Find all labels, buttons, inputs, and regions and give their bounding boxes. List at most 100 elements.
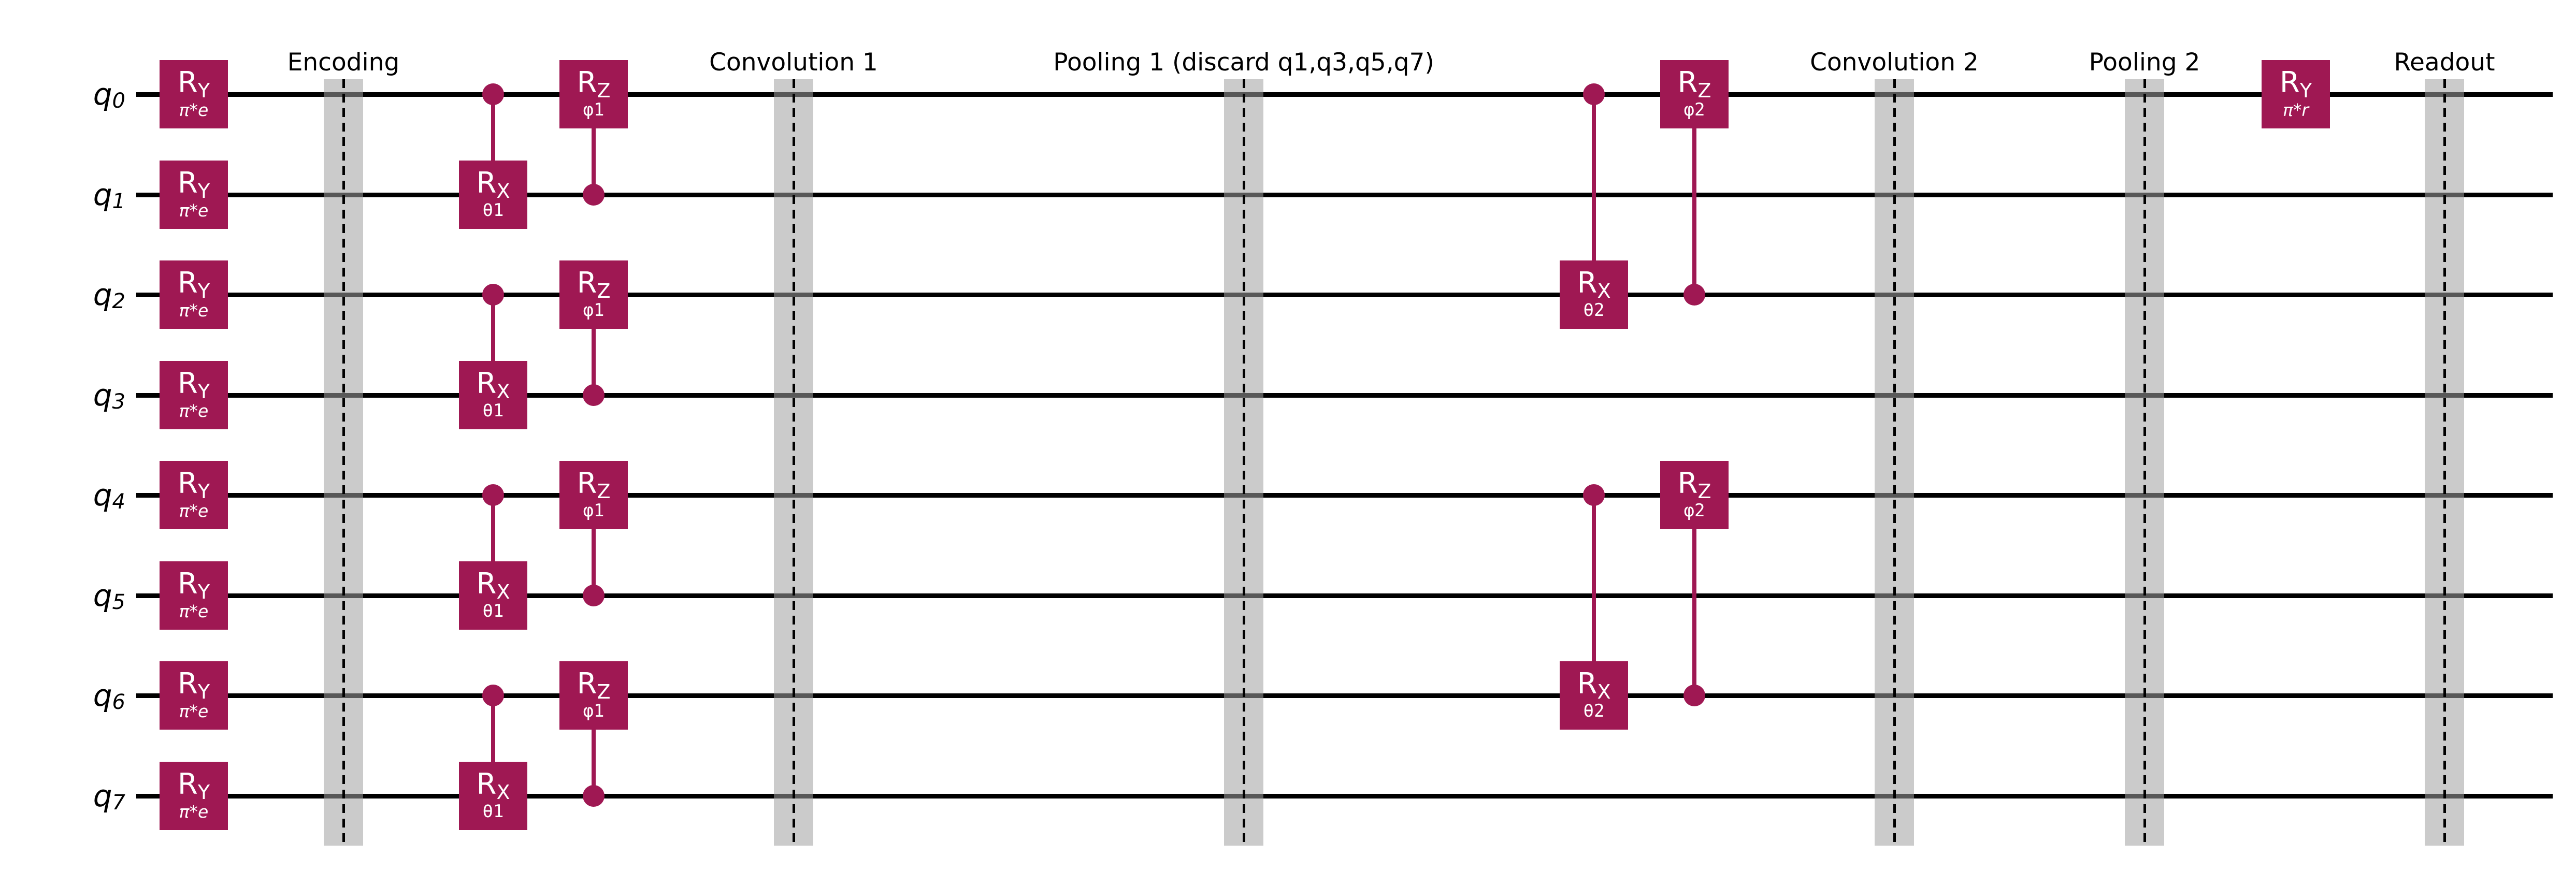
gate-name-subscript: X <box>496 780 510 804</box>
qubit-wire <box>136 393 2553 398</box>
gate-name-subscript: Y <box>197 280 210 303</box>
gate-name-text: R <box>1577 266 1598 300</box>
barrier-label: Pooling 2 <box>2089 48 2200 77</box>
gate-param: θ2 <box>1583 300 1605 321</box>
control-dot <box>482 284 504 306</box>
gate-name-subscript: Y <box>197 180 210 203</box>
gate-name-text: R <box>577 65 597 99</box>
gate-name: RZ <box>1678 68 1711 102</box>
gate-name-subscript: X <box>496 179 510 202</box>
gate-param: π*e <box>179 500 209 521</box>
gate-name-text: R <box>177 166 198 200</box>
control-dot <box>482 83 504 105</box>
gate-param: θ1 <box>482 601 504 622</box>
gate-name-subscript: Z <box>597 480 611 503</box>
gate-name: RZ <box>577 669 611 702</box>
control-dot <box>1583 484 1605 506</box>
gate-param: π*r <box>2283 99 2309 120</box>
gate-name-text: R <box>177 667 198 701</box>
gate-name-subscript: Z <box>1697 480 1711 503</box>
gate-name: RX <box>1577 268 1611 301</box>
gate-name-text: R <box>177 266 198 300</box>
control-connector <box>592 695 596 796</box>
gate-name-subscript: Y <box>197 781 210 804</box>
gate-name: RX <box>477 569 510 602</box>
control-connector <box>491 94 495 195</box>
barrier-label: Readout <box>2394 48 2495 77</box>
gate-name: RY <box>178 469 210 502</box>
qubit-label-subscript: 4 <box>112 490 125 514</box>
gate-name-text: R <box>577 666 597 701</box>
gate-name: RY <box>178 369 210 402</box>
gate-name: RX <box>1577 669 1611 702</box>
control-connector <box>592 495 596 596</box>
gate-name: RY <box>2280 68 2312 103</box>
gate-param: θ1 <box>482 200 504 221</box>
gate-name-text: R <box>476 166 497 200</box>
qubit-label-subscript: 0 <box>112 89 125 113</box>
control-connector <box>592 94 596 195</box>
gate-param: π*e <box>179 300 209 321</box>
gate-name-subscript: X <box>496 380 510 403</box>
control-dot <box>583 384 605 406</box>
gate-name: RY <box>178 68 210 103</box>
gate-name-subscript: Y <box>197 79 210 103</box>
gate-name-text: R <box>476 767 497 801</box>
qubit-label-text: q <box>93 477 112 513</box>
gate-param: π*e <box>179 801 209 822</box>
gate-name-subscript: Z <box>597 279 611 302</box>
gate-name-text: R <box>476 567 497 601</box>
gate-param: π*e <box>179 400 209 421</box>
control-dot <box>482 685 504 706</box>
control-connector <box>592 295 596 395</box>
gate-name: RX <box>477 369 510 403</box>
qubit-label-subscript: 7 <box>112 791 125 815</box>
gate-param: φ1 <box>583 99 605 121</box>
barrier-label: Convolution 2 <box>1810 48 1979 77</box>
barrier-dashed-line <box>792 79 795 846</box>
qubit-wire <box>136 92 2553 97</box>
gate-name-subscript: Z <box>1697 79 1711 102</box>
gate-name-subscript: Y <box>2299 79 2312 103</box>
control-connector <box>1692 495 1696 695</box>
gate-name: RY <box>178 269 210 301</box>
gate-name-text: R <box>1677 65 1698 99</box>
barrier-label: Encoding <box>287 48 400 77</box>
control-dot <box>1683 284 1705 306</box>
gate-name: RZ <box>577 68 611 100</box>
gate-name-text: R <box>1577 666 1598 701</box>
gate-name-subscript: Y <box>197 580 210 604</box>
qubit-wire <box>136 292 2553 297</box>
control-connector <box>491 295 495 395</box>
barrier-dashed-line <box>1242 79 1245 846</box>
control-dot <box>1683 685 1705 706</box>
barrier-dashed-line <box>342 79 345 846</box>
gate-name: RZ <box>577 268 611 301</box>
barrier-label: Convolution 1 <box>709 48 878 77</box>
gate-param: π*e <box>179 601 209 621</box>
gate-name-text: R <box>1677 466 1698 500</box>
gate-name-text: R <box>177 767 198 802</box>
control-dot <box>583 585 605 606</box>
gate-name: RZ <box>1678 469 1711 503</box>
gate-name-subscript: X <box>1597 680 1611 703</box>
gate-name-text: R <box>577 466 597 500</box>
barrier-label: Pooling 1 (discard q1,q3,q5,q7) <box>1053 48 1434 77</box>
